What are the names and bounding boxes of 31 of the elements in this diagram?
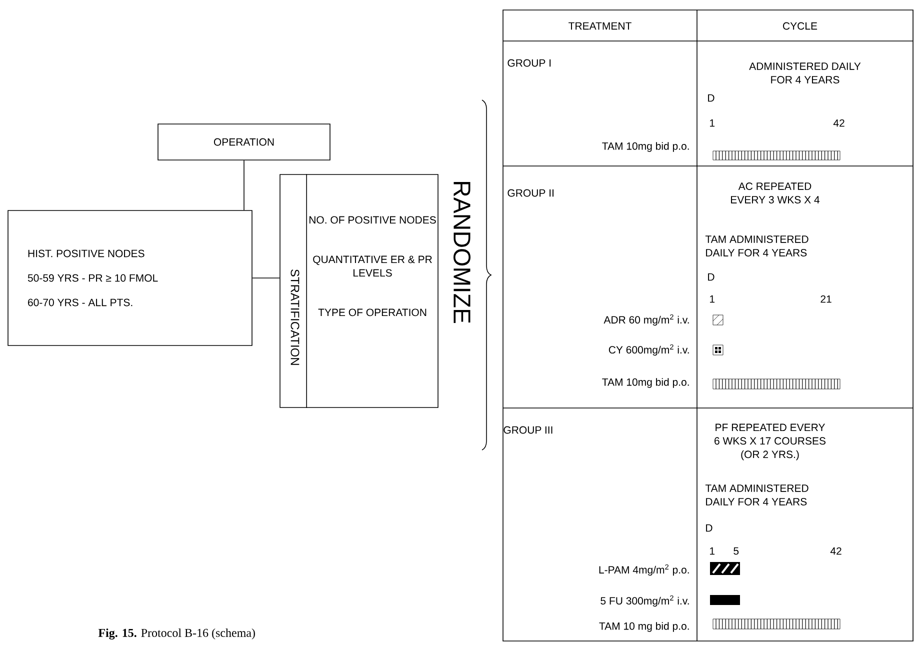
table-text: GROUP I	[508, 59, 551, 67]
patient-box: HIST. POSITIVE NODES 50-59 YRS - PR ≥ 10 FMOL 60-70 YRS - ALL PTS.	[8, 210, 252, 346]
table-text: CY 600mg/m$^{2}$ i.v.	[608, 344, 689, 356]
table-text: L-PAM 4mg/m$^{2}$ p.o.	[599, 564, 689, 576]
figure-caption: Fig. 15. Protocol B-16 (schema)	[98, 628, 255, 640]
table-text: 5 FU 300mg/m$^{2}$ i.v.	[600, 595, 689, 607]
table-text: TAM 10mg bid p.o.	[602, 142, 689, 152]
table-text: TAM 10mg bid p.o.	[602, 378, 689, 388]
stratification-box: STRATIFICATION NO. OF POSITIVE NODES QUANTITATIVE ER & PR LEVELS TYPE OF OPERATION	[280, 174, 438, 408]
table-text: 1	[710, 295, 715, 303]
table-text: 42	[833, 119, 844, 127]
table-text: D	[708, 273, 714, 281]
table-text: GROUP II	[508, 189, 554, 197]
table-text: 21	[820, 295, 832, 303]
column-header: CYCLE	[783, 22, 818, 30]
table-text: 1	[710, 119, 715, 127]
table-text: TAM ADMINISTERED DAILY FOR 4 YEARS	[705, 484, 808, 506]
table-text: 42	[830, 547, 842, 555]
table-text: ADMINISTERED DAILY FOR 4 YEARS	[749, 62, 861, 84]
table-text: TAM ADMINISTERED DAILY FOR 4 YEARS	[705, 236, 808, 256]
table-text: TAM 10 mg bid p.o.	[599, 622, 689, 632]
table-text: D	[706, 524, 712, 532]
table-text: ADR 60 mg/m$^{2}$ i.v.	[604, 314, 689, 326]
table-text: GROUP III	[504, 426, 552, 434]
table-text: 1	[710, 547, 715, 555]
table-text: PF REPEATED EVERY 6 WKS X 17 COURSES (OR 2 YRS.)	[714, 424, 826, 460]
table-text: D	[708, 94, 714, 102]
table-text: 5	[734, 547, 739, 555]
column-header: TREATMENT	[568, 22, 632, 30]
table-text: AC REPEATED EVERY 3 WKS X 4	[731, 182, 820, 204]
process-box: OPERATION	[158, 124, 330, 160]
